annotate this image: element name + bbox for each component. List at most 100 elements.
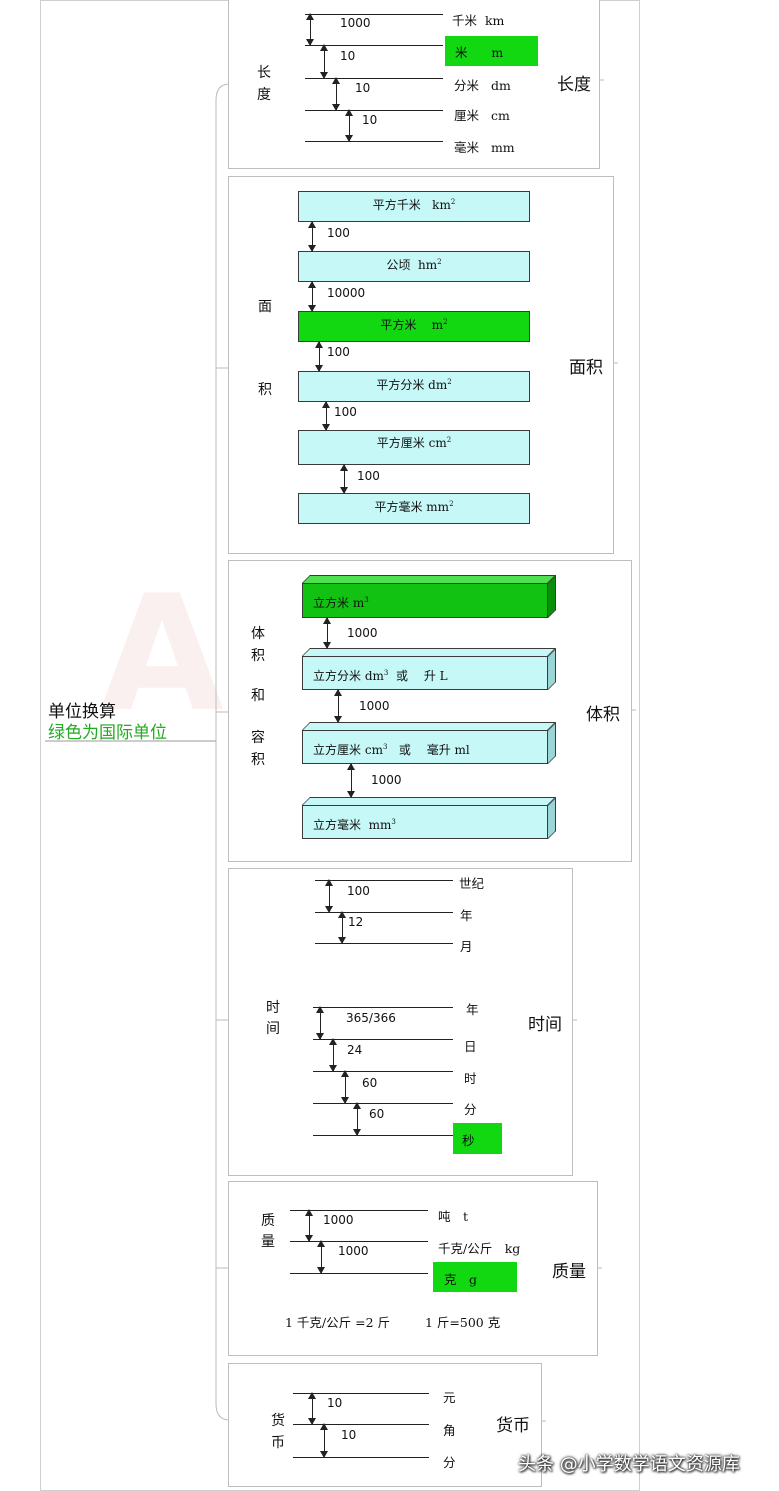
volume-side-char-5: 积 [251, 752, 265, 768]
area-box-cm2: 平方厘米 cm2 [298, 430, 530, 465]
time-g1-unit-century: 世纪 [459, 876, 485, 891]
currency-side-char-2: 币 [271, 1435, 285, 1451]
time-g1-factor-2: 12 [348, 915, 364, 929]
length-line-5 [305, 141, 443, 142]
area-arrow-5 [340, 464, 348, 494]
currency-arrow-2 [320, 1423, 328, 1458]
time-g2-line-4 [313, 1103, 453, 1104]
mass-line-3 [290, 1273, 428, 1274]
length-line-3 [305, 78, 443, 79]
currency-factor-2: 10 [341, 1428, 357, 1442]
area-box-mm2: 平方毫米 mm2 [298, 493, 530, 524]
area-factor-2: 10000 [327, 286, 366, 300]
mass-factor-2: 1000 [338, 1244, 369, 1258]
length-unit-cm: 厘米 cm [454, 108, 510, 123]
time-g2-unit-minute: 分 [464, 1102, 477, 1117]
mass-panel [228, 1181, 598, 1356]
time-g2-line-5 [313, 1135, 453, 1136]
volume-arrow-3 [347, 763, 355, 798]
time-g2-arrow-2 [329, 1038, 337, 1072]
time-side-char-1: 时 [266, 1000, 280, 1016]
area-box-dm2: 平方分米 dm2 [298, 371, 530, 402]
area-factor-3: 100 [327, 345, 350, 359]
area-arrow-3 [315, 341, 323, 372]
currency-unit-yuan: 元 [443, 1390, 456, 1405]
length-arrow-1 [306, 13, 314, 46]
root-title: 单位换算 [48, 702, 116, 722]
currency-panel [228, 1363, 542, 1487]
time-g1-arrow-2 [338, 911, 346, 944]
area-box-km2: 平方千米 km2 [298, 191, 530, 222]
time-g2-line-1 [313, 1007, 453, 1008]
time-g2-factor-2: 24 [347, 1043, 363, 1057]
currency-arrow-1 [308, 1392, 316, 1425]
volume-prism-m3: 立方米 m3 [302, 575, 556, 618]
mass-unit-g-highlight: 克 g [433, 1262, 517, 1292]
time-g1-arrow-1 [325, 879, 333, 913]
volume-prism-dm3: 立方分米 dm3 或 升 L [302, 648, 556, 690]
currency-line-3 [293, 1457, 429, 1458]
area-arrow-1 [308, 221, 316, 252]
time-g1-unit-year: 年 [460, 908, 473, 923]
source-watermark: 头条 @小学数学语文资源库 [518, 1454, 740, 1475]
mass-arrow-1 [305, 1209, 313, 1242]
area-side-char-2: 积 [258, 382, 272, 398]
time-g1-line-1 [315, 880, 453, 881]
length-factor-4: 10 [362, 113, 378, 127]
volume-factor-3: 1000 [371, 773, 402, 787]
volume-side-char-4: 容 [251, 730, 265, 746]
time-g2-unit-year: 年 [466, 1002, 479, 1017]
time-g2-unit-second-highlight: 秒 [453, 1123, 502, 1154]
volume-factor-1: 1000 [347, 626, 378, 640]
time-g2-factor-4: 60 [369, 1107, 385, 1121]
time-g2-unit-hour: 时 [464, 1071, 477, 1086]
mass-note-right: 1 斤=500 克 [425, 1315, 501, 1330]
area-panel [228, 176, 614, 554]
time-side-char-2: 间 [266, 1021, 280, 1037]
volume-side-char-3: 和 [251, 688, 265, 704]
time-g2-arrow-3 [341, 1070, 349, 1104]
length-unit-m-highlight: 米 m [445, 36, 538, 66]
area-factor-5: 100 [357, 469, 380, 483]
area-arrow-4 [322, 401, 330, 431]
area-factor-4: 100 [334, 405, 357, 419]
area-topic: 面积 [569, 358, 603, 378]
mass-arrow-2 [317, 1240, 325, 1274]
length-panel [228, 0, 600, 169]
area-factor-1: 100 [327, 226, 350, 240]
length-arrow-2 [320, 44, 328, 79]
length-factor-2: 10 [340, 49, 356, 63]
volume-factor-2: 1000 [359, 699, 390, 713]
area-box-hm2: 公顷 hm2 [298, 251, 530, 282]
length-side-char-1: 长 [257, 65, 271, 81]
time-g2-factor-3: 60 [362, 1076, 378, 1090]
volume-arrow-1 [323, 617, 331, 649]
length-line-1 [305, 14, 443, 15]
volume-prism-mm3: 立方毫米 mm3 [302, 797, 556, 839]
length-factor-1: 1000 [340, 16, 371, 30]
volume-arrow-2 [334, 689, 342, 723]
mass-factor-1: 1000 [323, 1213, 354, 1227]
mass-side-char-2: 量 [261, 1234, 275, 1250]
currency-line-1 [293, 1393, 429, 1394]
length-line-2 [305, 45, 443, 46]
currency-unit-jiao: 角 [443, 1423, 456, 1438]
background-watermark: A [100, 560, 224, 747]
time-g2-line-2 [313, 1039, 453, 1040]
time-panel [228, 868, 573, 1176]
length-arrow-4 [345, 109, 353, 142]
time-g2-factor-1: 365/366 [346, 1011, 396, 1025]
currency-line-2 [293, 1424, 429, 1425]
volume-prism-cm3: 立方厘米 cm3 或 毫升 ml [302, 722, 556, 764]
time-topic: 时间 [528, 1015, 562, 1035]
length-arrow-3 [332, 77, 340, 111]
time-g1-factor-1: 100 [347, 884, 370, 898]
length-side-char-2: 度 [257, 87, 271, 103]
time-g2-arrow-1 [316, 1006, 324, 1040]
mass-side-char-1: 质 [261, 1213, 275, 1229]
time-g2-unit-day: 日 [464, 1039, 477, 1054]
length-unit-mm: 毫米 mm [454, 140, 515, 155]
volume-side-char-1: 体 [251, 626, 265, 642]
length-factor-3: 10 [355, 81, 371, 95]
currency-side-char-1: 货 [271, 1413, 285, 1429]
